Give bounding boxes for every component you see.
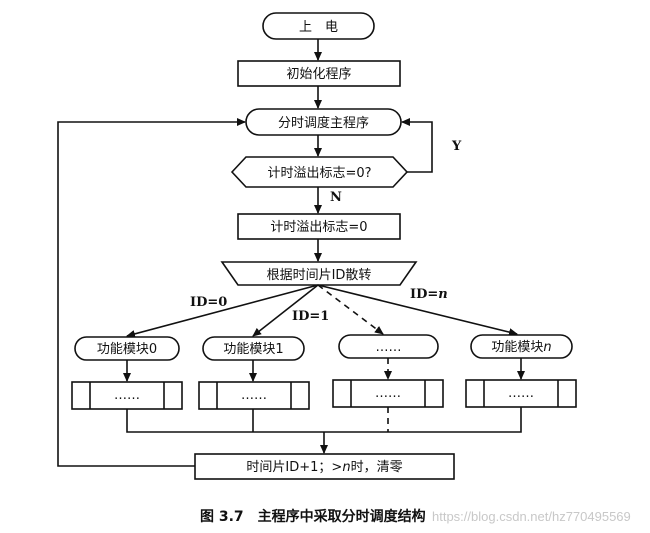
edge-id-dots <box>317 284 384 335</box>
module-1-label: 功能模块1 <box>223 342 283 357</box>
module-dots-node: …… <box>338 334 439 359</box>
timeout-check-node: 计时溢出标志=0? <box>230 156 409 188</box>
merge-line <box>126 407 522 433</box>
subroutine-1-label: …… <box>241 388 267 403</box>
figure-caption: 图 3.7 主程序中采取分时调度结构 <box>200 508 426 525</box>
dispatch-label: 根据时间片ID散转 <box>267 268 372 283</box>
edge-loop-to-main <box>57 118 246 467</box>
timeout-check-label: 计时溢出标志=0? <box>267 166 371 181</box>
id0-label: ID=0 <box>190 295 227 310</box>
yes-label: Y <box>451 139 462 154</box>
subroutine-n-label: …… <box>508 386 534 401</box>
edge-yes-loop <box>401 118 433 173</box>
edge-idn <box>317 284 518 336</box>
subroutine-0-label: …… <box>114 388 140 403</box>
module-0-node: 功能模块0 <box>74 336 180 361</box>
module-n-label: 功能模块n <box>491 340 551 355</box>
subroutine-dots-label: …… <box>375 386 401 401</box>
increment-node: 时间片ID+1；>n时，清零 <box>194 453 455 480</box>
id1-label: ID=1 <box>292 309 329 324</box>
main-scheduler-node: 分时调度主程序 <box>245 108 402 136</box>
watermark: https://blog.csdn.net/hz770495569 <box>432 509 631 524</box>
power-on-node: 上 电 <box>262 12 375 40</box>
clear-flag-node: 计时溢出标志=0 <box>237 213 401 240</box>
subroutine-0: …… <box>71 381 183 410</box>
module-1-node: 功能模块1 <box>202 336 305 361</box>
module-0-label: 功能模块0 <box>97 342 157 357</box>
subroutine-1: …… <box>198 381 310 410</box>
module-n-node: 功能模块n <box>470 334 573 359</box>
module-dots-label: …… <box>376 340 402 355</box>
increment-label: 时间片ID+1；>n时，清零 <box>246 460 402 475</box>
no-label: N <box>330 190 342 205</box>
edge-id1 <box>252 284 319 337</box>
dispatch-node: 根据时间片ID散转 <box>220 261 418 286</box>
init-label: 初始化程序 <box>286 67 351 82</box>
idn-label: ID=n <box>410 287 448 302</box>
subroutine-n: …… <box>465 379 577 408</box>
subroutine-dots: …… <box>332 379 444 408</box>
init-node: 初始化程序 <box>237 60 401 87</box>
edge-id0 <box>126 284 319 338</box>
main-scheduler-label: 分时调度主程序 <box>278 115 369 131</box>
clear-flag-label: 计时溢出标志=0 <box>270 220 367 235</box>
power-on-label: 上 电 <box>299 20 338 35</box>
